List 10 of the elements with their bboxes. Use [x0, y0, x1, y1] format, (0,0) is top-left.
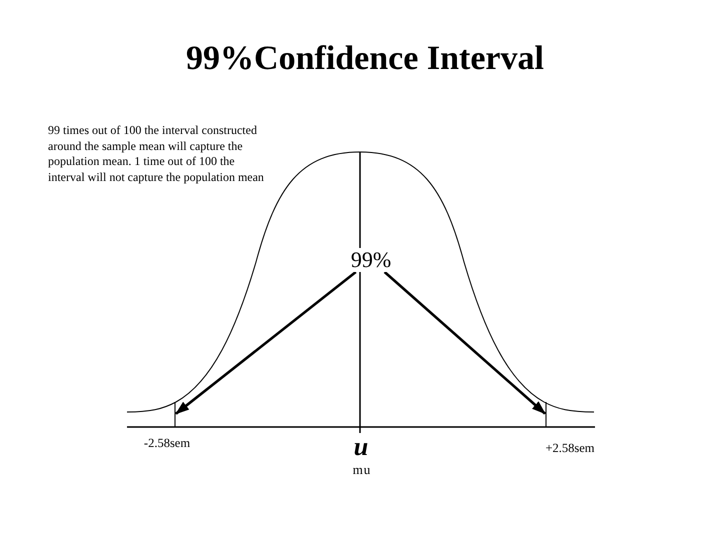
- percentage-label: 99%: [350, 248, 392, 272]
- axis-label: +2.58sem: [545, 441, 595, 455]
- mean-symbol: u: [354, 434, 368, 460]
- tick-mark: [174, 402, 176, 427]
- title: 99%Confidence Interval: [186, 40, 544, 78]
- axis-label: -2.58sem: [144, 436, 190, 450]
- note-text: 99 times out of 100 the interval constructed around the sample mean will capture the population mean. 1 time out of 100 the interval will not capture the population mean: [48, 123, 265, 185]
- arrow: [384, 271, 546, 415]
- arrow: [175, 270, 357, 415]
- axis-label: mu: [352, 463, 372, 477]
